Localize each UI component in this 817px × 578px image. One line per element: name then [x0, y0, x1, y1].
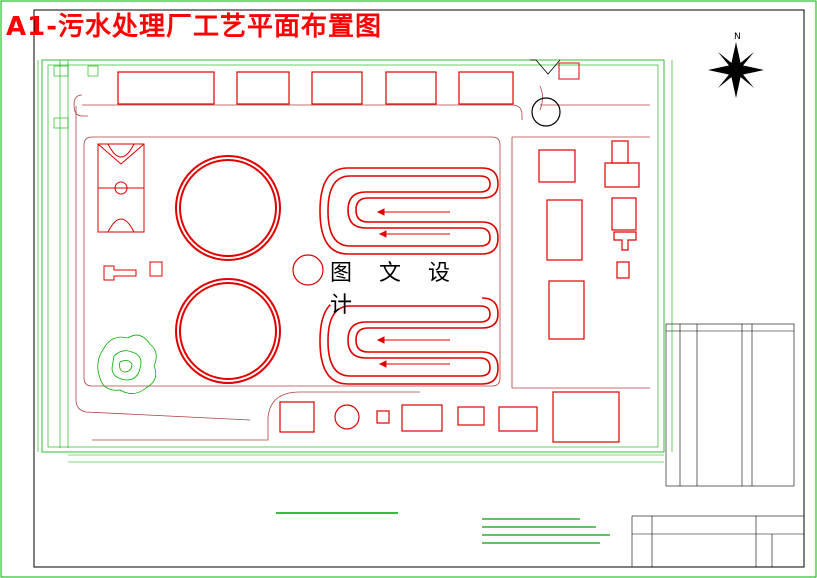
- north-indicator: N: [708, 32, 768, 102]
- basketball-court: [97, 143, 145, 233]
- right-structures: [538, 140, 640, 443]
- flow-arrows: [376, 208, 450, 368]
- oxidation-ditch-bottom: [319, 297, 499, 385]
- oxidation-ditch-top: [319, 167, 499, 255]
- north-label: N: [734, 32, 741, 42]
- small-left-structures: [103, 261, 163, 281]
- building-10: [385, 71, 437, 105]
- equipment-table: [665, 323, 795, 487]
- watermark-text: 图 文 设 计: [330, 261, 482, 318]
- notes-block: [482, 518, 610, 544]
- north-arrow-icon: [708, 42, 764, 98]
- site-boundary: [41, 59, 665, 453]
- drawing-title: A1-污水处理厂工艺平面布置图: [6, 12, 383, 42]
- clarifiers: [175, 155, 281, 384]
- guard-house: [558, 62, 580, 80]
- building-12: [311, 71, 363, 105]
- gate: [530, 59, 561, 75]
- building-14: [117, 71, 215, 105]
- garden: [97, 334, 157, 394]
- small-round-tank: [292, 254, 324, 286]
- site-boundary-inner: [47, 64, 659, 448]
- bottom-row-buildings: [279, 401, 538, 433]
- dimension-lines: [37, 60, 673, 463]
- building-13: [236, 71, 290, 105]
- road-markers: [53, 60, 99, 448]
- sheet-border-inner: [33, 9, 805, 568]
- top-row-buildings: [117, 71, 514, 105]
- round-tank-top: [531, 97, 561, 127]
- title-block: [631, 515, 805, 568]
- building-11: [458, 71, 514, 105]
